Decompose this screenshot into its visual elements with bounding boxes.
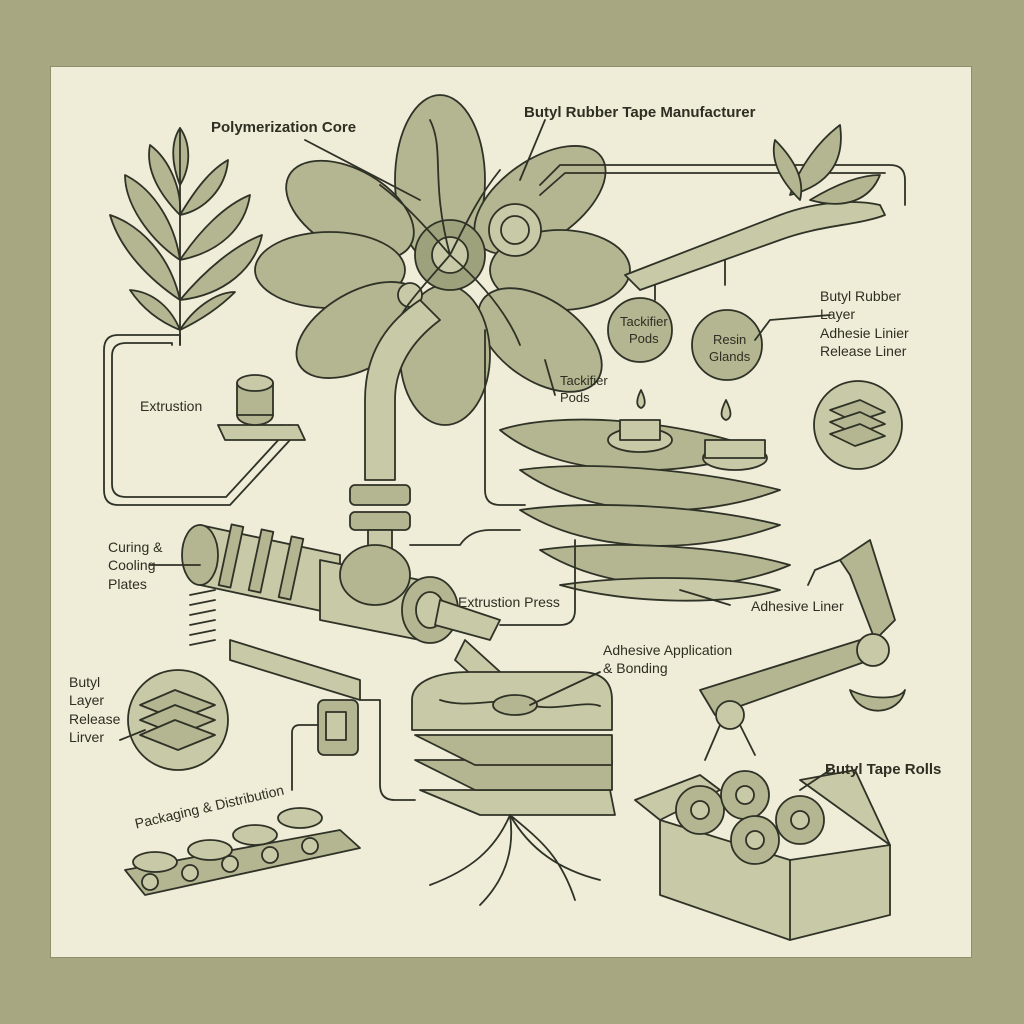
thorny-branch-pipe: [539, 124, 906, 301]
connector-pipe-3: [499, 539, 576, 626]
label-butyl-layer-release-liner-left: Butyl Layer Release Lirver: [69, 674, 121, 746]
label-polymerization-core: Polymerization Core: [211, 119, 357, 136]
leader-lines: [119, 119, 831, 791]
distribution-pipes: [229, 639, 416, 801]
label-adhesive-liner: Adhesive Liner: [751, 598, 844, 614]
connector-pipe-2: [409, 529, 521, 546]
label-extrusion-press: Extrustion Press: [458, 594, 560, 610]
robot-arm: [699, 539, 906, 761]
label-adhesive-application: Adhesive Application & Bonding: [603, 642, 733, 677]
label-butyl-rubber-layers-right: Butyl Rubber Layer Adhesie Linier Releas…: [820, 288, 909, 360]
label-butyl-tape-rolls: Butyl Tape Rolls: [825, 761, 942, 778]
tape-roll-box: [634, 769, 891, 941]
tackifier-pod: [607, 297, 673, 409]
diagram-title: Butyl Rubber Tape Manufacturer: [524, 104, 756, 121]
extrusion-press: [181, 523, 501, 644]
connector-pipe-1: [484, 329, 526, 506]
layer-inset-right: [813, 380, 903, 470]
layer-inset-left: [127, 669, 229, 771]
adhesive-bonding-stack: [411, 671, 616, 906]
leaf-plant-left: [109, 127, 263, 346]
label-tackifier-pods-pod: Tackifier Pods: [620, 314, 668, 347]
coil-spring: [189, 589, 216, 646]
core-stem-pipe: [349, 299, 441, 561]
leaf-plates: [499, 418, 791, 602]
label-tackifier-pods: Tackifier Pods: [560, 373, 608, 406]
label-extrustion: Extrustion: [140, 398, 203, 414]
conveyor-belt: [124, 807, 361, 896]
extrusion-pipe-loop: [103, 334, 306, 506]
label-resin-glands-pod: Resin Glands: [709, 332, 751, 365]
label-curing-cooling-plates: Curing & Cooling Plates: [108, 539, 163, 592]
resin-gland-pod: [691, 309, 763, 421]
